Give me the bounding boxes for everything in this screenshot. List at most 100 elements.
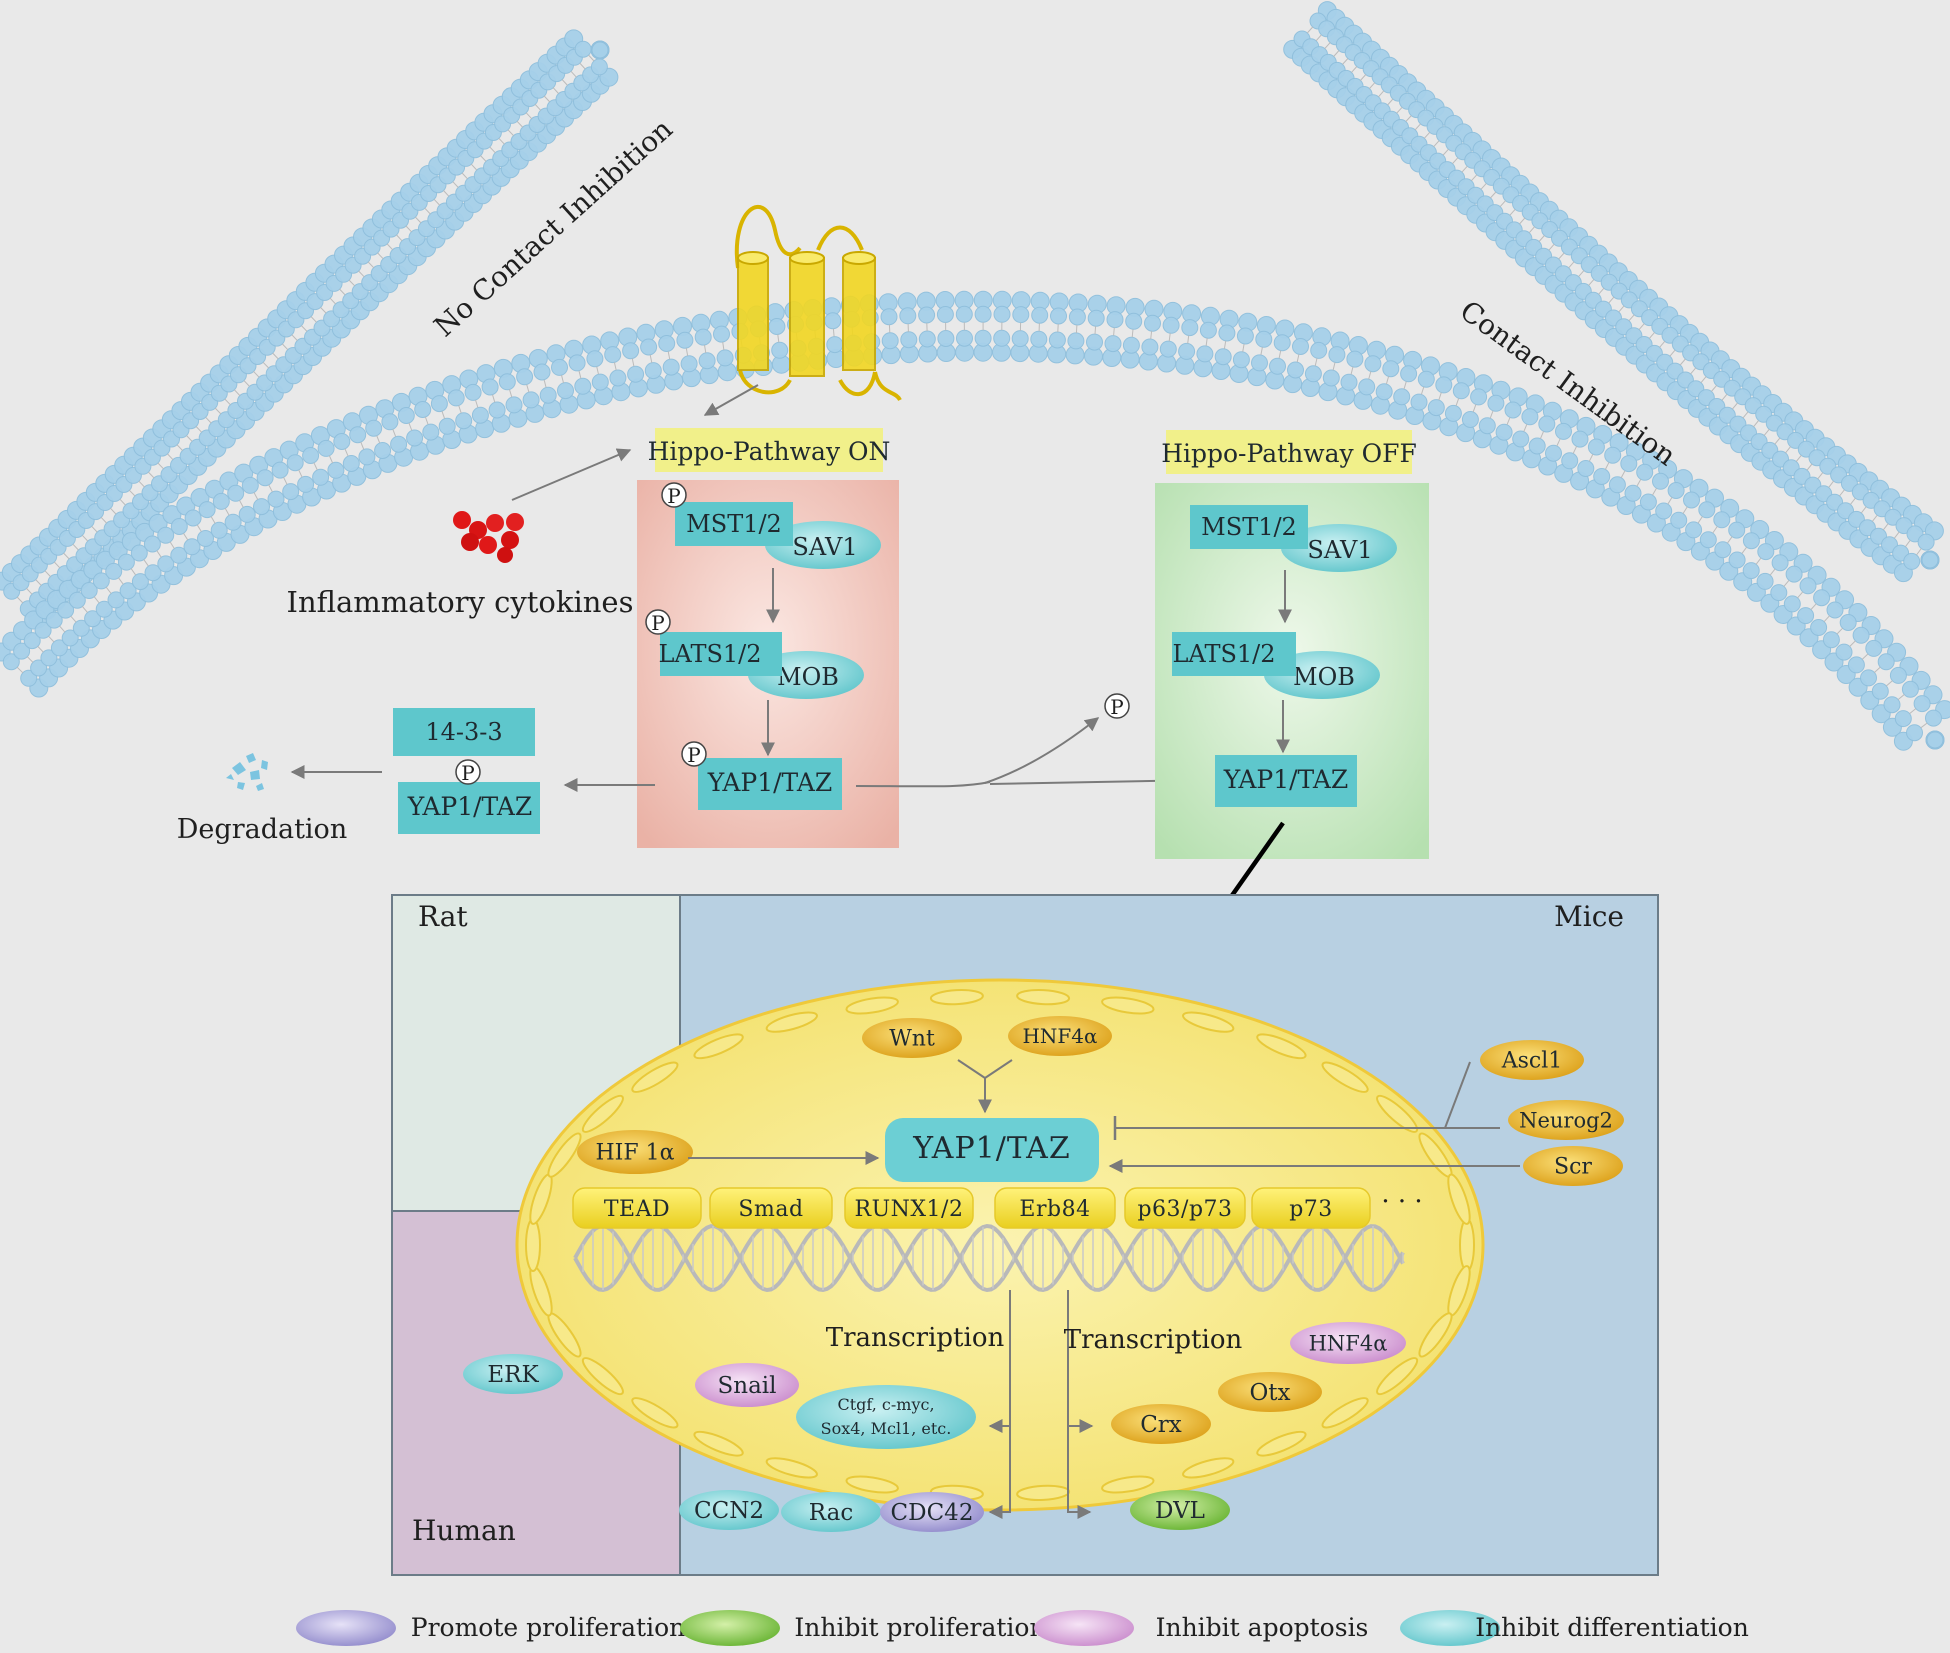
tf-erb84: Erb84: [994, 1187, 1116, 1229]
legend-item: Inhibit apoptosis: [1034, 1610, 1368, 1646]
sav1-on-label: SAV1: [792, 533, 857, 561]
hnf4a-node-label: HNF4α: [1309, 1331, 1388, 1355]
dvl-node-label: DVL: [1155, 1498, 1205, 1524]
svg-text:p63/p73: p63/p73: [1137, 1197, 1232, 1222]
cdc42-node: CDC42: [880, 1492, 984, 1532]
svg-text:P: P: [1110, 695, 1123, 719]
svg-text:P: P: [667, 484, 680, 508]
cell-membranes: [0, 1, 1950, 751]
upstream-ascl1: Ascl1: [1480, 1040, 1584, 1080]
nuclear-yap-taz: [885, 1118, 1099, 1182]
svg-text:Smad: Smad: [738, 1197, 803, 1222]
degradation-label: Degradation: [177, 814, 347, 845]
phospho-marker: P: [455, 759, 481, 785]
legend-item: Inhibit proliferation: [680, 1610, 1046, 1646]
ccn2-node-label: CCN2: [694, 1498, 764, 1524]
legend-swatch: [680, 1610, 780, 1646]
upstream-neurog2: Neurog2: [1508, 1100, 1624, 1140]
legend-swatch: [1400, 1610, 1500, 1646]
upstream-scr: Scr: [1523, 1146, 1623, 1186]
snail-node: Snail: [695, 1363, 799, 1407]
sav1-off-label: SAV1: [1307, 536, 1372, 564]
upstream-hnf4: HNF4α: [1008, 1016, 1112, 1056]
crx-node-label: Crx: [1140, 1412, 1182, 1438]
phospho-marker: P: [661, 482, 687, 508]
erk-node-label: ERK: [487, 1362, 539, 1388]
crx-node: Crx: [1111, 1404, 1211, 1444]
phospho-marker: P: [1104, 693, 1130, 719]
legend: Promote proliferation Inhibit proliferati…: [296, 1610, 1749, 1646]
otx-node-label: Otx: [1249, 1380, 1290, 1406]
otx-node: Otx: [1218, 1372, 1322, 1412]
svg-text:Erb84: Erb84: [1019, 1197, 1090, 1222]
rac-node-label: Rac: [809, 1500, 853, 1526]
rac-node: Rac: [781, 1492, 881, 1532]
phospho-marker: P: [645, 609, 671, 635]
hippo-off-title: Hippo-Pathway OFF: [1161, 439, 1417, 468]
14-3-3-box: [393, 708, 535, 756]
lats12-on: [660, 632, 782, 676]
rat-label: Rat: [418, 900, 468, 933]
transcription-left-label: Transcription: [826, 1323, 1005, 1353]
dvl-node: DVL: [1130, 1490, 1230, 1530]
sav1-on: [765, 521, 881, 569]
yap-taz-on-label: YAP1/TAZ: [707, 768, 833, 797]
upstream-hif1-label: HIF 1α: [596, 1141, 675, 1166]
legend-label: Inhibit proliferation: [794, 1613, 1045, 1642]
erk-node: ERK: [463, 1354, 563, 1394]
mst12-on: [675, 502, 793, 546]
hippo-on-title-box: [655, 428, 883, 472]
svg-text:P: P: [651, 611, 664, 635]
mst12-on-label: MST1/2: [686, 510, 782, 538]
hnf4a-node: HNF4α: [1290, 1322, 1406, 1364]
phospho-marker: P: [681, 741, 707, 767]
cytokines-label: Inflammatory cytokines: [287, 585, 634, 619]
ccn2-node: CCN2: [679, 1490, 779, 1530]
tf-ellipsis: · · ·: [1381, 1187, 1422, 1217]
legend-label: Inhibit apoptosis: [1156, 1613, 1369, 1642]
mice-label: Mice: [1554, 900, 1624, 933]
human-label: Human: [412, 1514, 516, 1547]
target-genes: [796, 1385, 976, 1449]
upstream-hif1: HIF 1α: [577, 1130, 693, 1174]
lats12-off-label: LATS1/2: [1172, 640, 1275, 668]
hippo-on-title: Hippo-Pathway ON: [648, 437, 891, 466]
14-3-3-label: 14-3-3: [425, 718, 502, 746]
tf-p63p73: p63/p73: [1124, 1187, 1246, 1229]
tf-p73: p73: [1251, 1187, 1371, 1229]
legend-item: Promote proliferation: [296, 1610, 685, 1646]
sav1-off: [1281, 524, 1397, 572]
tf-runx12: RUNX1/2: [844, 1187, 974, 1229]
cytokine-molecules-icon: [453, 511, 524, 563]
snail-node-label: Snail: [718, 1373, 777, 1399]
yap-taz-on: [698, 758, 842, 810]
degradation-fragments-icon: [226, 753, 268, 791]
legend-swatch: [1034, 1610, 1134, 1646]
legend-swatch: [296, 1610, 396, 1646]
upstream-scr-label: Scr: [1554, 1155, 1592, 1180]
nuclear-yap-taz-label: YAP1/TAZ: [912, 1131, 1070, 1166]
mst12-off: [1190, 505, 1308, 549]
upstream-ascl1-label: Ascl1: [1501, 1049, 1563, 1074]
lats12-on-label: LATS1/2: [658, 640, 761, 668]
tf-smad: Smad: [709, 1187, 833, 1229]
target-genes-line1: Ctgf, c-myc,: [837, 1395, 934, 1414]
nuclear-envelope-pores: [525, 988, 1475, 1502]
transcription-right-label: Transcription: [1064, 1325, 1243, 1355]
transmembrane-receptor: [734, 205, 902, 402]
svg-text:P: P: [687, 743, 700, 767]
upstream-hnf4-label: HNF4α: [1022, 1024, 1097, 1048]
mob-on-label: MOB: [777, 663, 839, 691]
yap-taz-complex-label: YAP1/TAZ: [407, 792, 533, 821]
legend-item: Inhibit differentiation: [1400, 1610, 1749, 1646]
svg-text:RUNX1/2: RUNX1/2: [855, 1197, 964, 1222]
legend-label: Promote proliferation: [411, 1613, 685, 1642]
mob-off-label: MOB: [1293, 663, 1355, 691]
svg-text:p73: p73: [1289, 1197, 1333, 1222]
upstream-neurog2-label: Neurog2: [1519, 1108, 1613, 1132]
cdc42-node-label: CDC42: [891, 1500, 974, 1526]
